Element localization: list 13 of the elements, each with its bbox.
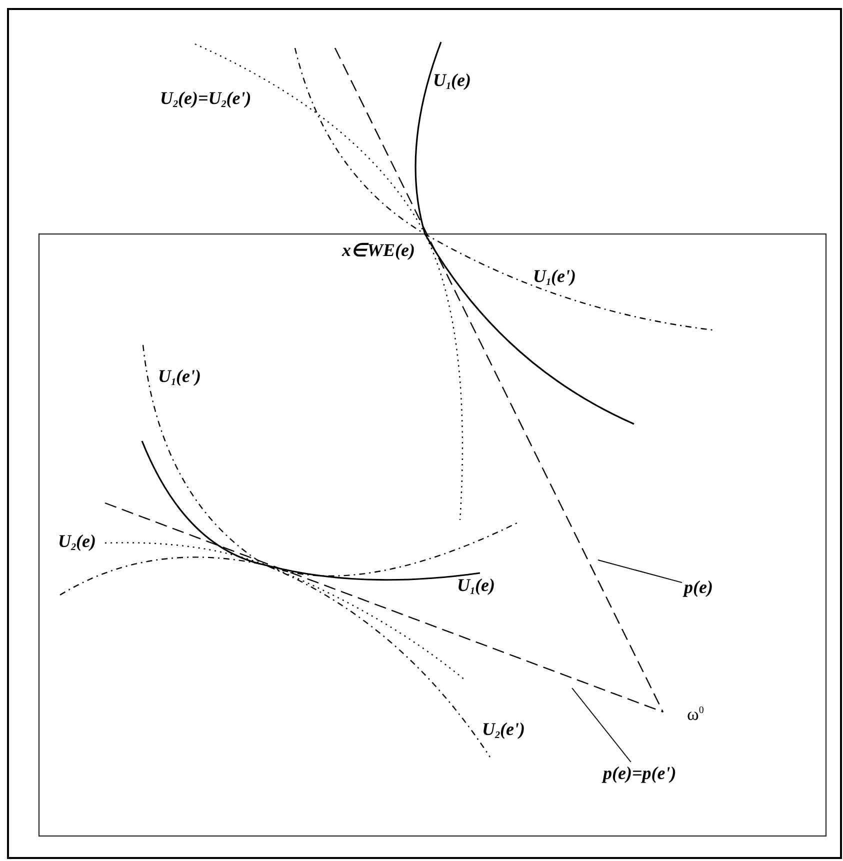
leader-line bbox=[572, 688, 632, 762]
curve-label: U$_{1}$(e) bbox=[457, 576, 495, 597]
curve-label: U$_{2}$(e)=U$_{2}$(e') bbox=[160, 89, 252, 110]
leader-line bbox=[598, 560, 682, 584]
curve-label: U$_{1}$(e') bbox=[158, 367, 201, 388]
callout-text: p(e) bbox=[684, 578, 713, 596]
curve-label: U$_{1}$(e) bbox=[433, 71, 471, 92]
curve-label: U$_{2}$(e) bbox=[58, 532, 96, 553]
curve-label: U$_{1}$(e') bbox=[533, 267, 576, 288]
callout-text: p(e)=p(e') bbox=[603, 764, 676, 782]
curve-label: U$_{2}$(e') bbox=[482, 720, 525, 741]
curve-label: x∈WE(e) bbox=[342, 241, 415, 259]
curve-label: ω$^{0}$ bbox=[687, 705, 704, 723]
